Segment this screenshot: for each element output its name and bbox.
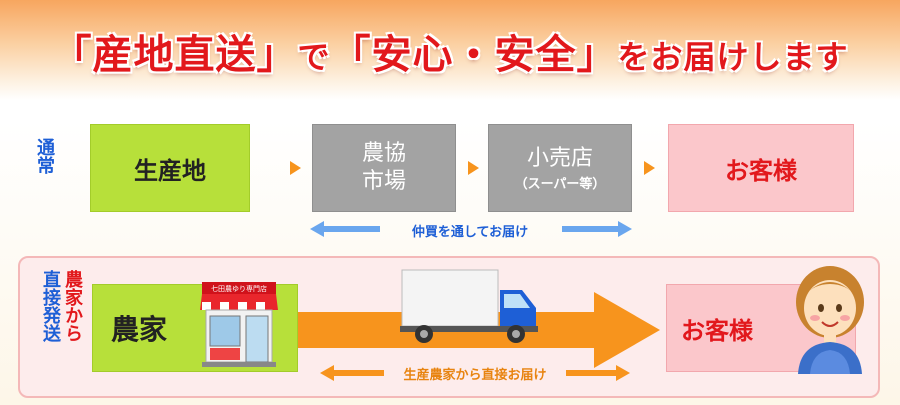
- producer-box: 生産地: [90, 124, 250, 212]
- retailer-box: 小売店 （スーパー等）: [488, 124, 632, 212]
- title-part-otodoke: をお届けします: [617, 38, 849, 76]
- customer-label-direct: お客様: [681, 316, 753, 345]
- normal-route-row: 通常 生産地 農協 市場 小売店 （スーパー等） お客様 仲買を通してお届け: [18, 118, 880, 240]
- title-part-anshin: 「安心・安全」: [330, 32, 618, 78]
- flow-arrow-icon: [468, 161, 479, 175]
- direct-route-row: 農家から 直接発送 農家 七田農ゆり専門店: [18, 256, 880, 398]
- customer-label-normal: お客様: [725, 156, 797, 185]
- producer-label: 生産地: [134, 156, 206, 185]
- direct-note: 生産農家から直接お届け: [403, 368, 547, 383]
- direct-double-arrow-icon: [320, 365, 630, 381]
- direct-label-col2: 直接発送: [40, 270, 61, 342]
- market-box: 農協 市場: [312, 124, 456, 212]
- header-banner: 「産地直送」で「安心・安全」をお届けします: [0, 0, 900, 100]
- farmer-label: 農家: [111, 313, 168, 346]
- middleman-double-arrow-icon: [310, 221, 632, 237]
- flow-arrow-icon: [644, 161, 655, 175]
- direct-label-col1: 農家から: [62, 270, 83, 342]
- title-part-de: で: [297, 38, 331, 76]
- title-part-sanchi: 「産地直送」: [51, 32, 298, 78]
- retailer-label: 小売店: [526, 145, 593, 171]
- normal-route-label: 通常: [34, 138, 55, 174]
- customer-avatar-icon: [796, 266, 864, 374]
- farm-shop-icon: 七田農ゆり専門店: [200, 282, 278, 367]
- page-title: 「産地直送」で「安心・安全」をお届けします: [0, 22, 900, 80]
- shop-sign-text: 七田農ゆり専門店: [211, 284, 267, 293]
- retailer-sub-label: （スーパー等）: [514, 176, 606, 192]
- direct-route-label: 農家から 直接発送: [24, 270, 86, 390]
- flow-arrow-icon: [290, 161, 301, 175]
- market-label-line1: 農協: [361, 141, 406, 166]
- middleman-note: 仲買を通してお届け: [411, 225, 529, 240]
- market-label-line2: 市場: [361, 169, 406, 194]
- delivery-truck-icon: [400, 269, 538, 343]
- customer-box-normal: お客様: [668, 124, 854, 212]
